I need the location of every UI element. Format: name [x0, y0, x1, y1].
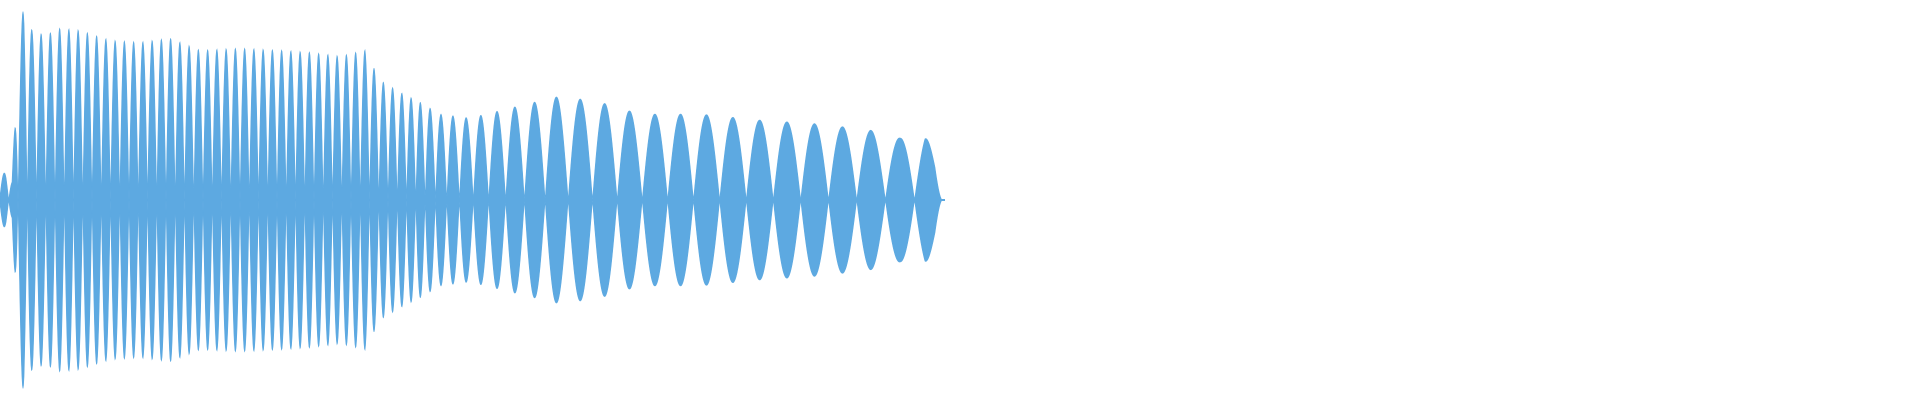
- waveform-shape: [0, 11, 945, 389]
